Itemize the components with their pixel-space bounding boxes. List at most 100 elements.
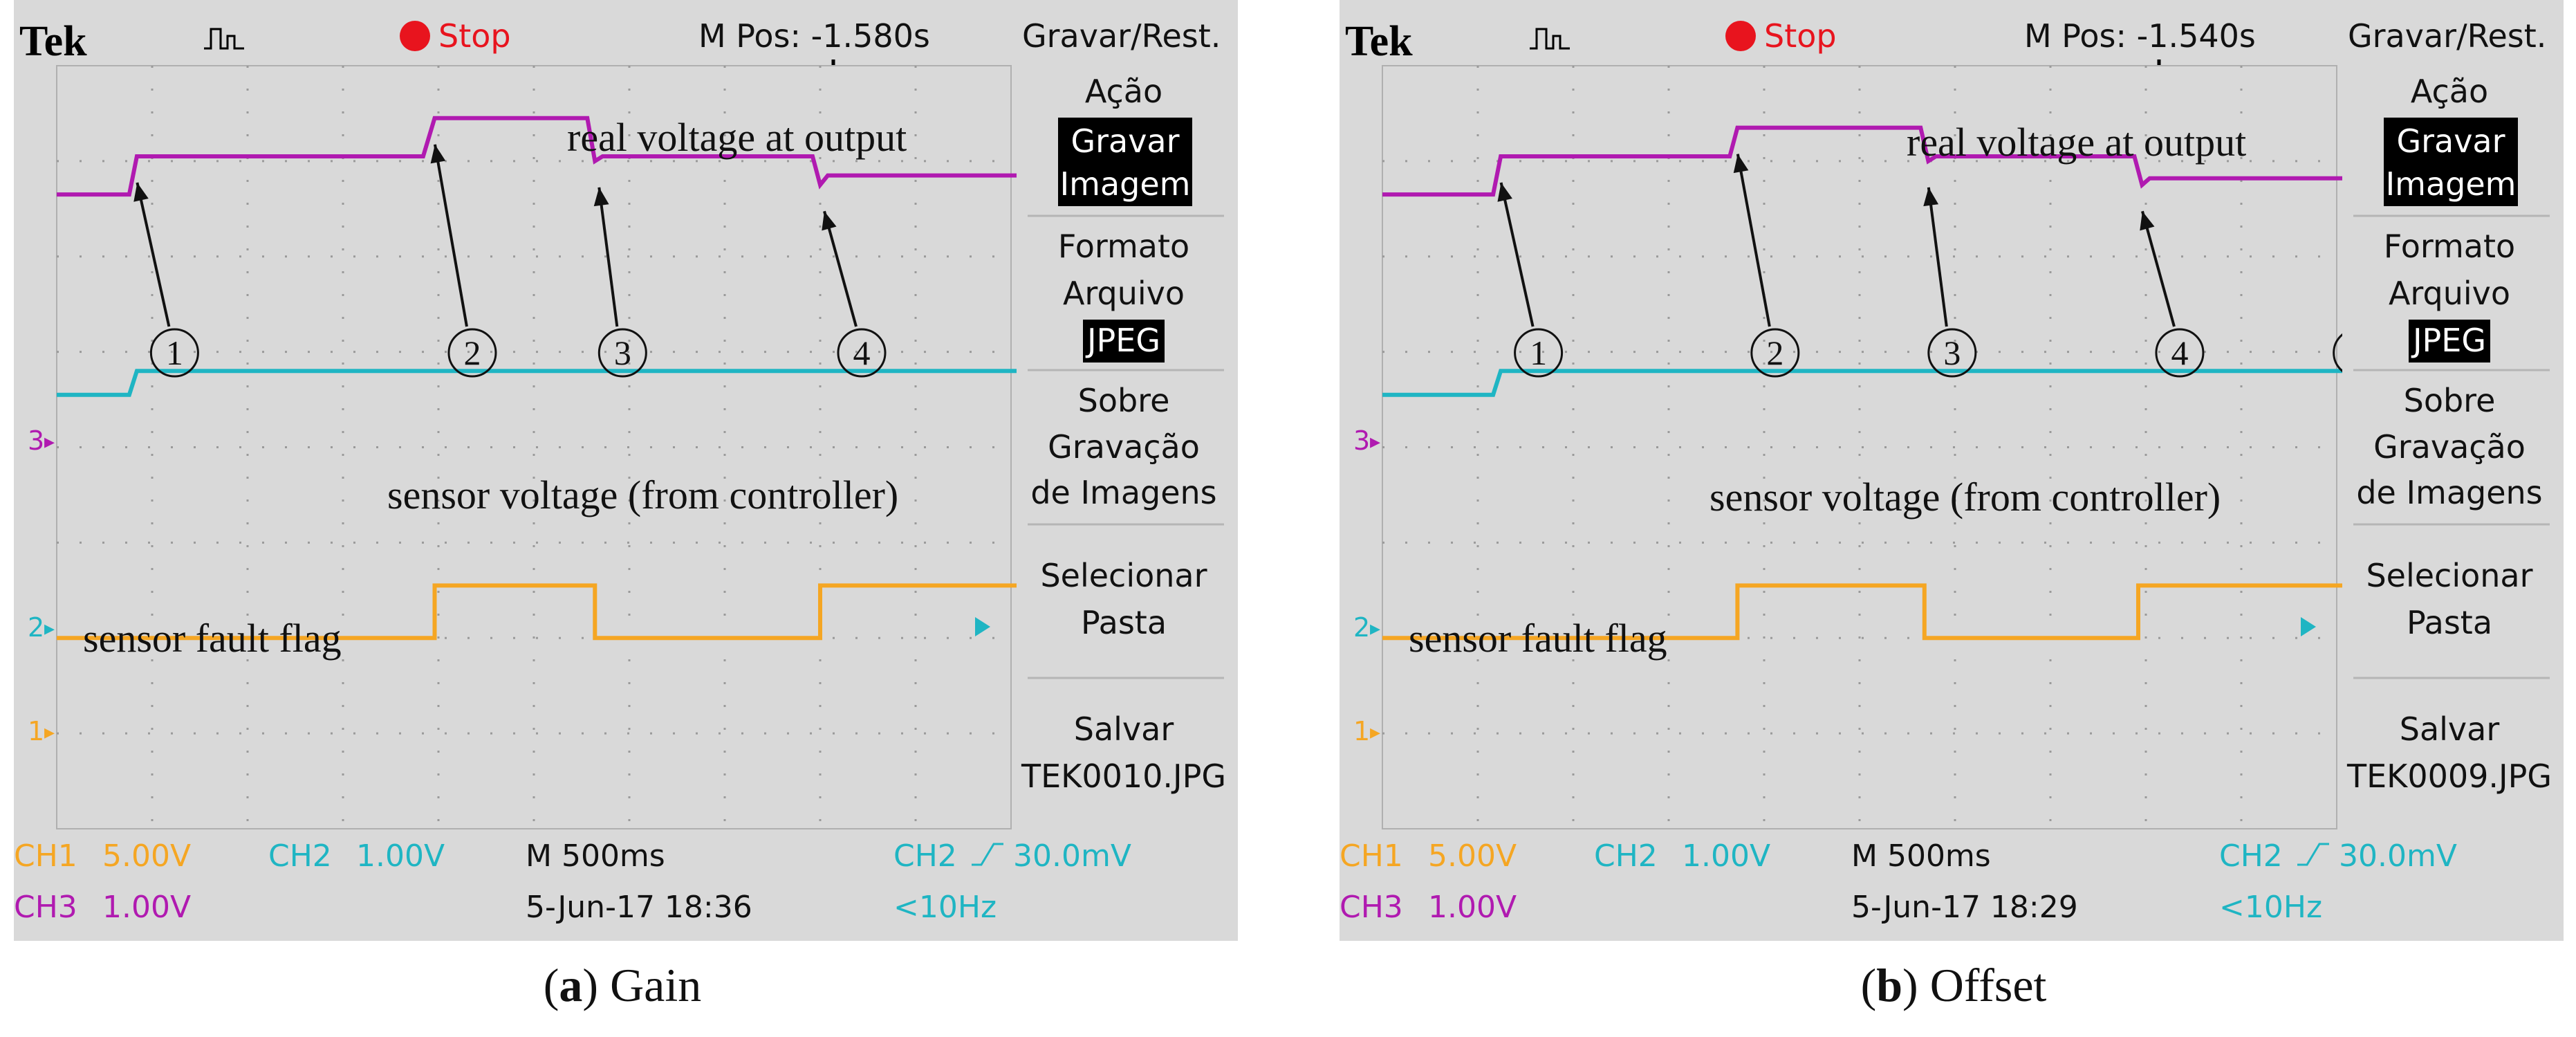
run-state-label[interactable]: Stop xyxy=(1764,17,1837,55)
callout-arrow-line xyxy=(1736,154,1771,327)
m-pos-readout: M Pos: -1.540s xyxy=(2024,17,2256,55)
caption-gain-text: Gain xyxy=(598,959,702,1011)
menu-jpeg-box xyxy=(2409,320,2490,363)
callout-circle xyxy=(1750,328,1800,378)
ch2-marker-arrow: ▸ xyxy=(44,616,55,641)
callout-arrow-line xyxy=(136,182,171,327)
run-state-label[interactable]: Stop xyxy=(438,17,511,55)
menu-gravar-imagem-box xyxy=(1058,118,1192,206)
trigger-pulse-icon xyxy=(204,28,244,50)
callout-number: 1 xyxy=(166,333,183,372)
ch2-marker-arrow: ▸ xyxy=(1370,616,1380,641)
menu-imagens-label: de Imagens xyxy=(1030,474,1216,511)
stop-indicator-icon xyxy=(400,21,430,51)
callout-number: 1 xyxy=(1530,333,1547,372)
menu-item-sobre[interactable]: Sobre Gravação de Imagens xyxy=(1030,382,1216,511)
brand-logo: Tek xyxy=(19,18,87,65)
scope-screenshot-offset: Tek Stop M Pos: -1.540s Gravar/Rest. 3 ▸… xyxy=(1340,0,2564,944)
menu-acao-label: Ação xyxy=(1085,73,1162,110)
callout-number: 2 xyxy=(463,333,481,372)
callout-arrow-line xyxy=(823,210,858,327)
callout-arrow-head xyxy=(1733,154,1749,174)
menu-filename-label: TEK0010.JPG xyxy=(1021,758,1226,795)
callout-arrow-line xyxy=(2141,210,2176,327)
callout-arrow-line xyxy=(433,144,468,327)
callout-arrow-head xyxy=(593,187,609,207)
trigger-level-readout: 30.0mV xyxy=(1013,838,1131,874)
scope-screenshot-gain: Tek Stop M Pos: -1.580s Gravar/Rest. 3 ▸… xyxy=(14,0,1238,944)
trace-ch3-output xyxy=(1382,125,2501,197)
menu-imagem-label: Imagem xyxy=(2386,165,2517,203)
stop-indicator-icon xyxy=(1725,21,1756,51)
ch3-marker-arrow: ▸ xyxy=(44,430,55,454)
m-pos-readout: M Pos: -1.580s xyxy=(698,17,930,55)
callout-arrow-head xyxy=(822,211,837,231)
ch1-marker-arrow: ▸ xyxy=(44,720,55,744)
ch2-scale-readout: 1.00V xyxy=(356,838,445,874)
menu-jpeg-box xyxy=(1083,320,1165,363)
ch2-scale-readout: 1.00V xyxy=(1682,838,1770,874)
callout-number: 3 xyxy=(1943,333,1961,372)
menu-title: Gravar/Rest. xyxy=(2348,17,2546,55)
callout-circle xyxy=(1927,328,1977,378)
ch2-marker: 2 xyxy=(28,612,44,643)
trigger-level-readout: 30.0mV xyxy=(2339,838,2457,874)
callout-arrow-head xyxy=(430,144,446,164)
ch1-scale-readout: 5.00V xyxy=(102,838,191,874)
menu-salvar-label: Salvar xyxy=(2400,710,2500,748)
menu-gravar-label: Gravar xyxy=(1071,122,1179,160)
ch1-marker-arrow: ▸ xyxy=(1370,720,1380,744)
ch3-readout-label: CH3 xyxy=(1340,890,1403,925)
callout-circle xyxy=(597,328,647,378)
menu-item-sobre[interactable]: Sobre Gravação de Imagens xyxy=(2356,382,2542,511)
ch2-readout-label: CH2 xyxy=(268,838,332,874)
menu-gravar-label: Gravar xyxy=(2396,122,2505,160)
menu-item-selecionar-pasta[interactable]: Selecionar Pasta xyxy=(2366,557,2532,641)
annotation-output: real voltage at output xyxy=(567,115,907,160)
menu-gravacao-label: Gravação xyxy=(1048,428,1200,466)
callout-arrow-head xyxy=(1923,187,1939,207)
timestamp-readout: 5-Jun-17 18:29 xyxy=(1851,890,2078,925)
caption-offset-text: Offset xyxy=(1918,959,2047,1011)
ch1-marker: 1 xyxy=(1353,716,1370,746)
menu-item-salvar[interactable]: Salvar TEK0010.JPG xyxy=(1021,710,1226,795)
graticule-frame xyxy=(1382,65,2337,829)
ch1-marker: 1 xyxy=(28,716,44,746)
menu-acao-label: Ação xyxy=(2411,73,2488,110)
menu-item-formato[interactable]: Formato Arquivo JPEG xyxy=(1058,228,1189,363)
menu-item-salvar[interactable]: Salvar TEK0009.JPG xyxy=(2346,710,2552,795)
ch3-marker-arrow: ▸ xyxy=(1370,430,1380,454)
callout-arrow-line xyxy=(1499,182,1535,327)
menu-item-acao[interactable]: Ação Gravar Imagem xyxy=(1058,73,1192,206)
menu-arquivo-label: Arquivo xyxy=(2389,275,2510,312)
menu-item-acao[interactable]: Ação Gravar Imagem xyxy=(2384,73,2518,206)
menu-selecionar-label: Selecionar xyxy=(1040,557,1207,594)
callout-arrow-head xyxy=(133,182,149,202)
callout-circle xyxy=(1514,328,1564,378)
menu-pasta-label: Pasta xyxy=(1081,604,1167,641)
graticule-frame xyxy=(56,65,1012,829)
ch3-readout-label: CH3 xyxy=(14,890,77,925)
menu-jpeg-label: JPEG xyxy=(1085,322,1160,359)
ch1-scale-readout: 5.00V xyxy=(1428,838,1517,874)
callout-number: 4 xyxy=(853,333,871,372)
menu-item-selecionar-pasta[interactable]: Selecionar Pasta xyxy=(1040,557,1207,641)
menu-title: Gravar/Rest. xyxy=(1022,17,1221,55)
menu-arquivo-label: Arquivo xyxy=(1063,275,1185,312)
caption-gain: (a) Gain xyxy=(543,959,702,1011)
trigger-source-readout: CH2 xyxy=(893,838,957,874)
frequency-readout: <10Hz xyxy=(2219,890,2322,925)
ch3-scale-readout: 1.00V xyxy=(1428,890,1517,925)
menu-imagem-label: Imagem xyxy=(1060,165,1191,203)
caption-offset: (b) Offset xyxy=(1860,959,2047,1011)
frequency-readout: <10Hz xyxy=(893,890,997,925)
callout-number: 2 xyxy=(1766,333,1783,372)
menu-item-formato[interactable]: Formato Arquivo JPEG xyxy=(2384,228,2515,363)
menu-imagens-label: de Imagens xyxy=(2356,474,2542,511)
menu-sobre-label: Sobre xyxy=(2404,382,2496,419)
callout-arrow-head xyxy=(2140,211,2155,231)
menu-sobre-label: Sobre xyxy=(1078,382,1170,419)
menu-salvar-label: Salvar xyxy=(1074,710,1174,748)
menu-jpeg-label: JPEG xyxy=(2411,322,2486,359)
ch1-readout-label: CH1 xyxy=(1340,838,1403,874)
